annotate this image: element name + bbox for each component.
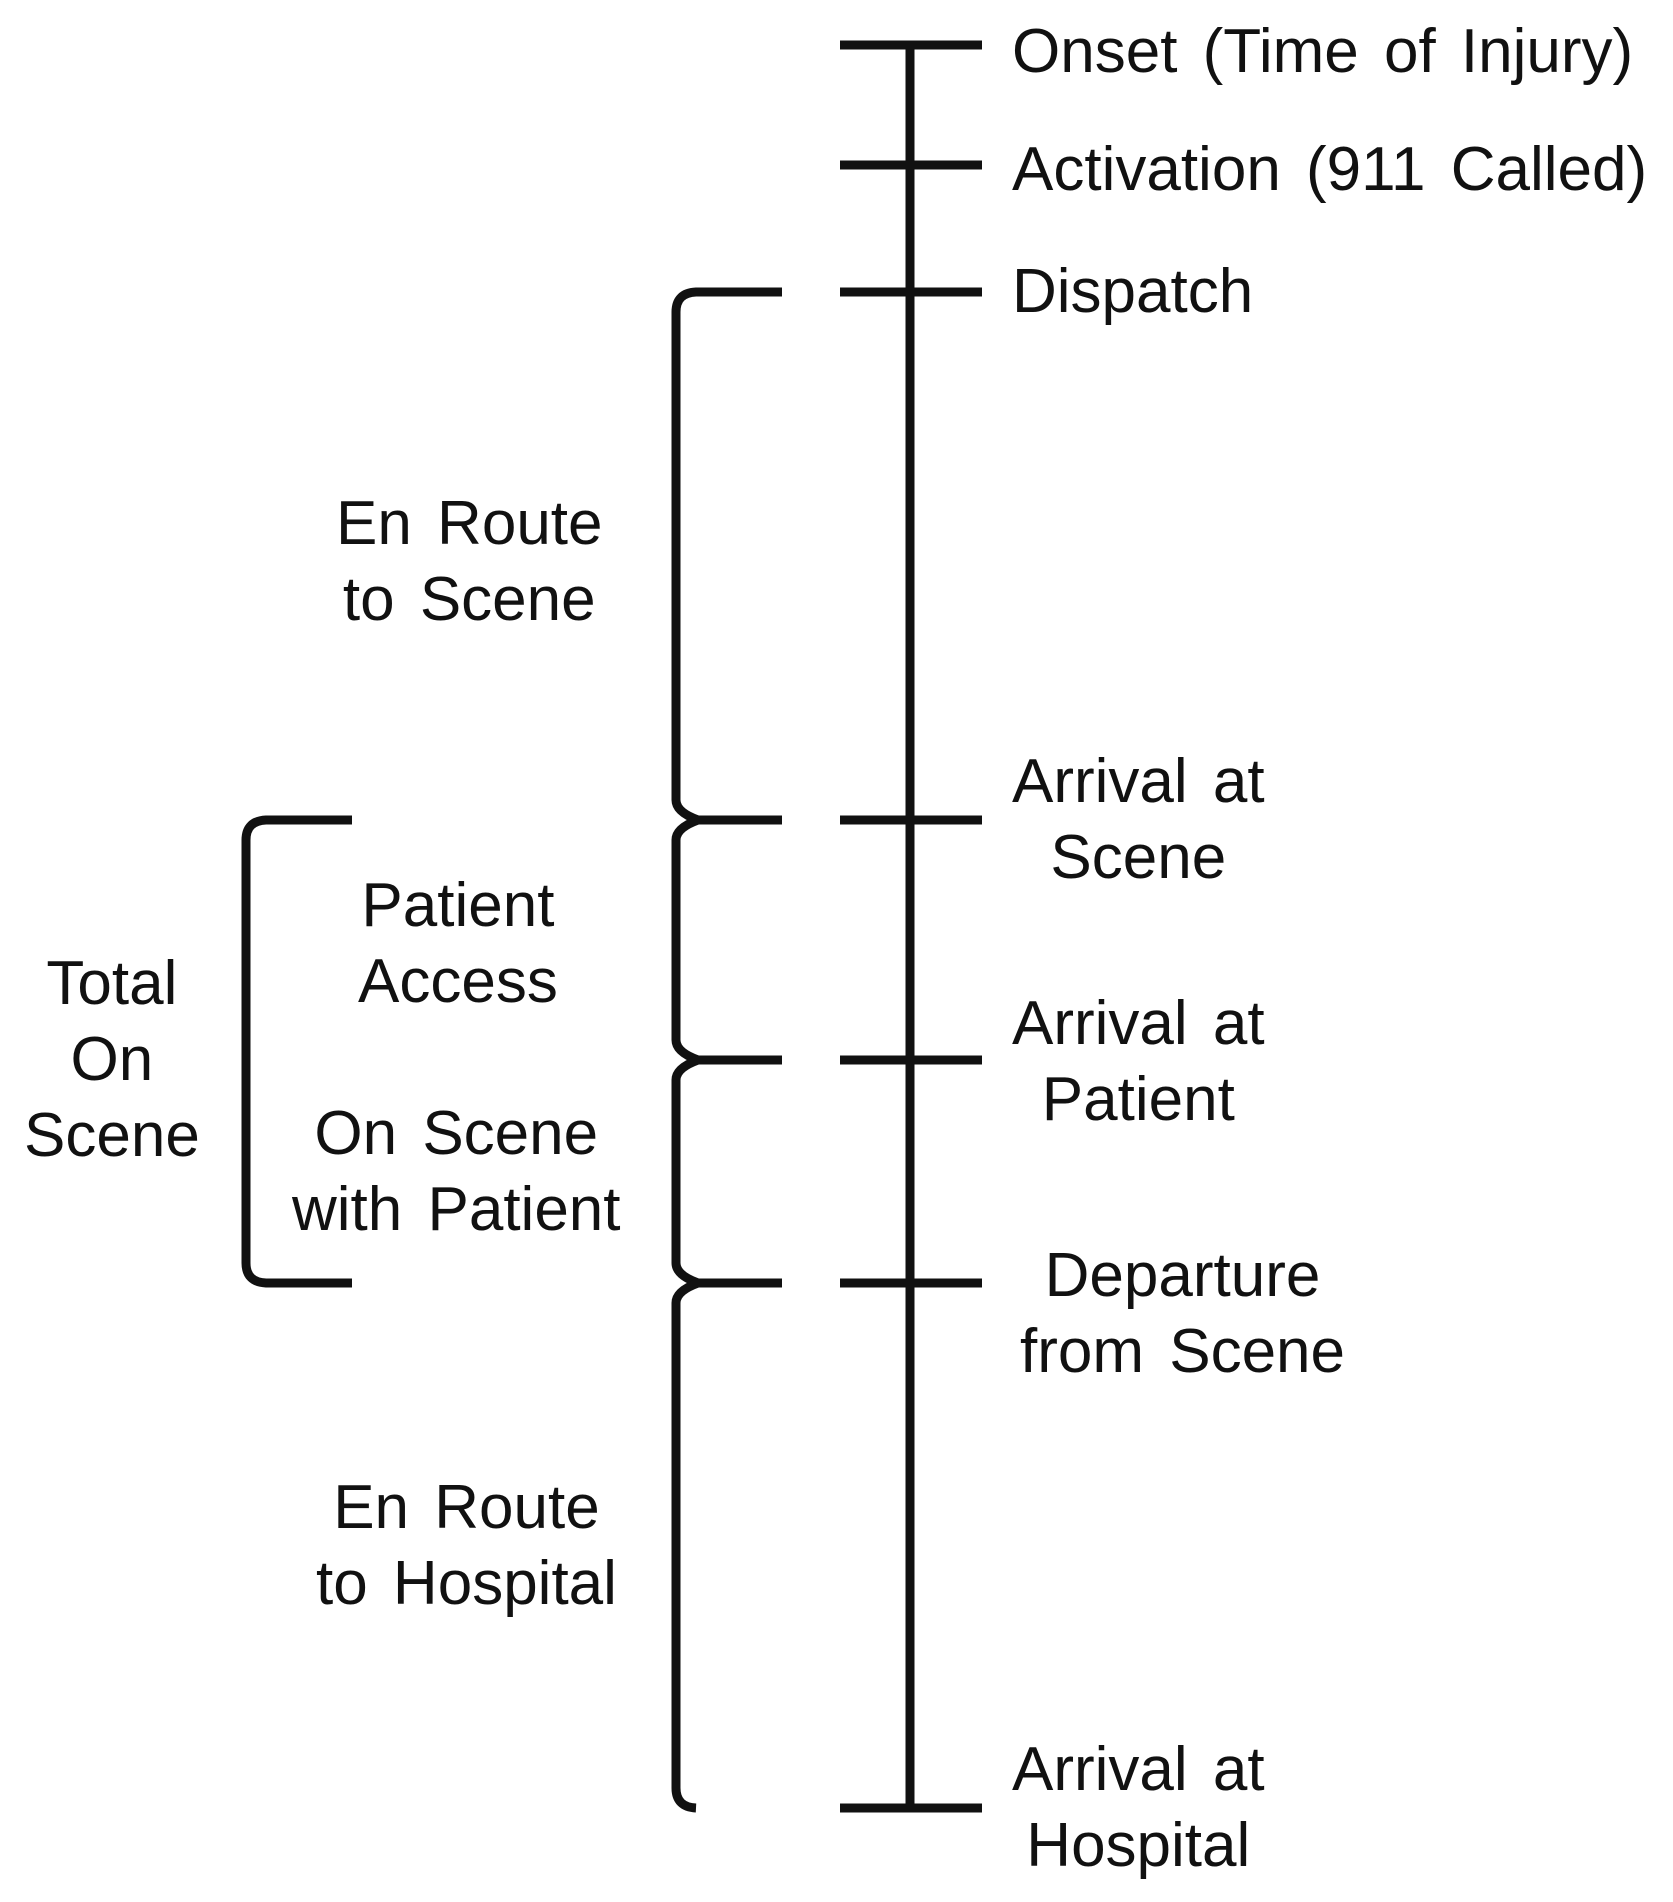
label-line: Total [46, 949, 178, 1018]
label-line: On Scene [314, 1099, 599, 1168]
event-dispatch-label: Dispatch [1012, 254, 1253, 330]
label-line: Activation (911 Called) [1012, 135, 1648, 204]
label-line: Arrival at [1012, 989, 1265, 1058]
event-arrival-scene-label: Arrival at Scene [1012, 744, 1265, 896]
label-line: En Route [333, 1473, 600, 1542]
interval-on-scene-patient-label: On Scene with Patient [292, 1096, 621, 1248]
label-line: Departure [1044, 1241, 1321, 1310]
label-line: On [70, 1025, 154, 1094]
event-departure-label: Departure from Scene [1020, 1238, 1345, 1390]
interval-en-route-hospital-label: En Route to Hospital [316, 1470, 617, 1622]
label-line: Scene [24, 1101, 200, 1170]
label-line: from Scene [1020, 1317, 1346, 1386]
label-line: Arrival at [1012, 747, 1265, 816]
label-line: Scene [1050, 823, 1227, 892]
label-line: Dispatch [1012, 257, 1254, 326]
event-onset-label: Onset (Time of Injury) [1012, 14, 1633, 90]
interval-patient-access-label: Patient Access [358, 868, 558, 1020]
label-line: Patient [361, 871, 555, 940]
label-line: Arrival at [1012, 1735, 1265, 1804]
label-line: En Route [336, 489, 603, 558]
bracket-total-on-scene [241, 815, 352, 1288]
label-line: to Scene [342, 565, 596, 634]
event-activation-label: Activation (911 Called) [1012, 132, 1647, 208]
label-line: with Patient [292, 1175, 621, 1244]
event-arrival-patient-label: Arrival at Patient [1012, 986, 1265, 1138]
event-arrival-hospital-label: Arrival at Hospital [1012, 1732, 1265, 1884]
interval-en-route-scene-label: En Route to Scene [336, 486, 603, 638]
label-line: to Hospital [316, 1549, 617, 1618]
label-line: Patient [1041, 1065, 1235, 1134]
bracket-on-scene-patient [671, 1055, 782, 1288]
label-line: Onset (Time of Injury) [1012, 17, 1634, 86]
label-line: Access [358, 947, 558, 1016]
bracket-patient-access [671, 815, 782, 1065]
interval-total-on-scene-label: Total On Scene [24, 946, 200, 1174]
bracket-en-route-scene [671, 287, 782, 825]
label-line: Hospital [1026, 1811, 1251, 1880]
bracket-en-route-hospital [671, 1278, 782, 1813]
